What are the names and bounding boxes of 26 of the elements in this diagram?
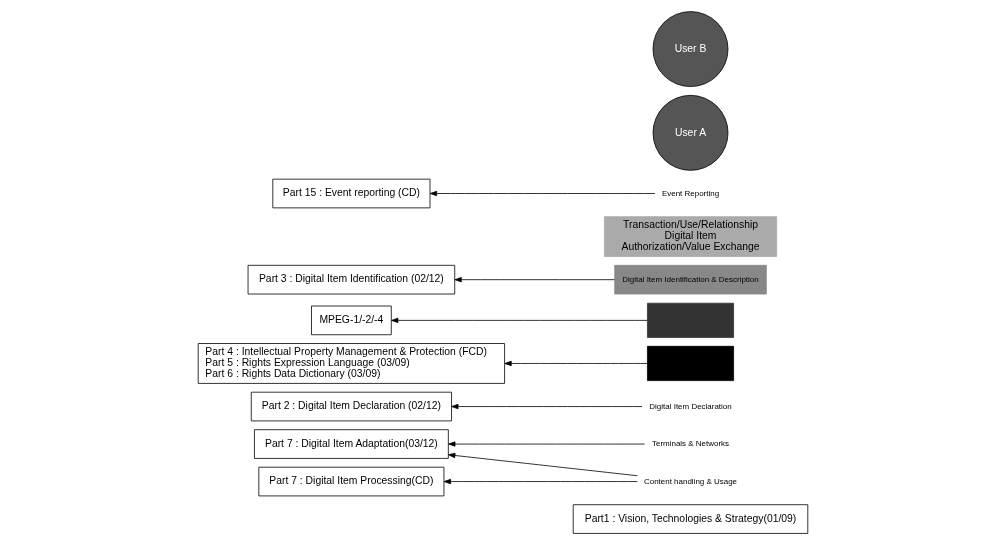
node-box: Part 7 : Digital Item Processing(CD) (258, 466, 445, 497)
arrow (391, 317, 648, 323)
node-box: Part 2 : Digital Item Declaration (02/12) (250, 391, 452, 422)
node-box (647, 345, 734, 381)
node-circle: User A (652, 94, 729, 171)
node-box: Part 4 : Intellectual Property Management & Protection (FCD) Part 5 : Rights Expression Language (03/09) Part 6 : Rights Data Dictionary (03/09) (197, 343, 505, 384)
node-box: Part 3 : Digital Item Identification (02/12) (247, 264, 456, 295)
node-box: Digital Item Identification & Description (614, 264, 767, 295)
arrow (443, 478, 638, 485)
node-box: Part1 : Vision, Technologies & Strategy(01/09) (572, 504, 809, 534)
node-text: Event Reporting (661, 188, 720, 198)
node-box: Part 7 : Digital Item Adaptation(03/12) (254, 429, 449, 459)
arrow (504, 360, 648, 367)
arrow (451, 403, 643, 410)
node-circle: User B (652, 11, 729, 87)
arrow (448, 452, 638, 477)
arrow (448, 441, 645, 447)
node-box: Transaction/Use/Relationship Digital Item Authorization/Value Exchange (603, 216, 778, 257)
arrow (429, 190, 656, 197)
arrow (454, 277, 615, 283)
node-text: Terminals & Networks (651, 439, 730, 449)
node-text: Digital Item Declaration (649, 401, 732, 411)
node-box (647, 302, 734, 338)
node-text: Content handling & Usage (643, 476, 738, 486)
node-box: MPEG-1/-2/-4 (311, 305, 392, 336)
node-box: Part 15 : Event reporting (CD) (272, 178, 431, 209)
